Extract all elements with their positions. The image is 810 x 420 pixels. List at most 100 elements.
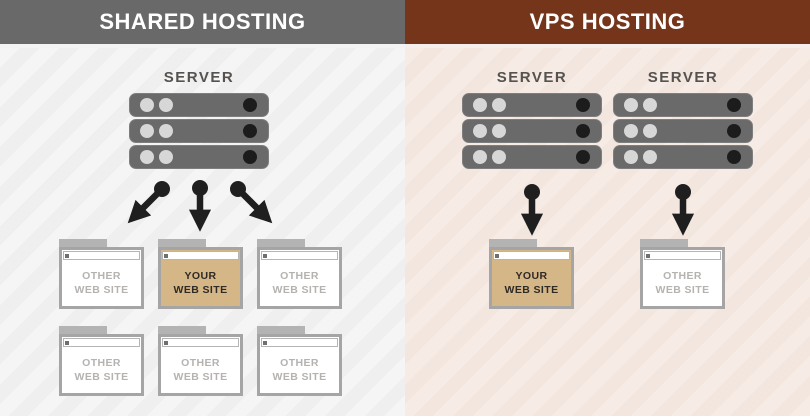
server-led-dot xyxy=(727,98,741,112)
browser-window-icon: OTHER WEB SITE xyxy=(59,334,144,396)
server-led-dot xyxy=(473,150,487,164)
browser-window-icon: OTHER WEB SITE xyxy=(640,247,725,309)
shared-hosting-header: SHARED HOSTING xyxy=(0,0,405,48)
server-label: SERVER xyxy=(163,69,235,86)
vps-hosting-content: SERVER xyxy=(405,48,810,416)
website-card-other: OTHER WEB SITE xyxy=(257,239,342,309)
shared-hosting-panel: SHARED HOSTING SERVER xyxy=(0,0,405,416)
favicon-square xyxy=(495,253,499,258)
browser-tab xyxy=(257,239,305,247)
browser-window-icon: OTHER WEB SITE xyxy=(257,334,342,396)
server-led-dot xyxy=(624,124,638,138)
down-arrow-icon xyxy=(671,184,695,236)
browser-window-icon: YOUR WEB SITE xyxy=(158,247,243,309)
favicon-square xyxy=(65,340,69,345)
server-led-dot xyxy=(159,150,173,164)
browser-tab xyxy=(257,326,305,334)
server-led-dot xyxy=(576,124,590,138)
favicon-square xyxy=(263,253,267,258)
website-card-label: OTHER WEB SITE xyxy=(173,357,228,383)
server-led-dot xyxy=(243,98,257,112)
website-card-other: OTHER WEB SITE xyxy=(158,326,243,396)
server-rack-unit xyxy=(462,119,602,143)
browser-window-icon: OTHER WEB SITE xyxy=(158,334,243,396)
website-card-label: YOUR WEB SITE xyxy=(504,270,559,296)
server-label: SERVER xyxy=(496,69,568,86)
server-led-dot xyxy=(624,98,638,112)
server-led-dot xyxy=(643,98,657,112)
browser-tab xyxy=(59,239,107,247)
website-card-label: OTHER WEB SITE xyxy=(272,270,327,296)
website-card-your: YOUR WEB SITE xyxy=(158,239,243,309)
server-rack-unit xyxy=(613,145,753,169)
server-led-dot xyxy=(243,150,257,164)
favicon-square xyxy=(646,253,650,258)
website-card-label: OTHER WEB SITE xyxy=(655,270,710,296)
down-arrow-icon xyxy=(127,180,273,232)
server-rack-icon xyxy=(129,93,269,169)
website-card-other: OTHER WEB SITE xyxy=(640,239,725,309)
server-led-dot xyxy=(159,124,173,138)
website-card-label: YOUR WEB SITE xyxy=(173,270,228,296)
server-led-dot xyxy=(576,98,590,112)
browser-window-icon: OTHER WEB SITE xyxy=(257,247,342,309)
server-label: SERVER xyxy=(647,69,719,86)
server-led-dot xyxy=(727,150,741,164)
server-led-dot xyxy=(492,98,506,112)
address-bar xyxy=(644,251,721,260)
browser-tab xyxy=(59,326,107,334)
server-rack-icon xyxy=(613,93,753,169)
website-card-other: OTHER WEB SITE xyxy=(59,239,144,309)
favicon-square xyxy=(164,340,168,345)
address-bar xyxy=(261,251,338,260)
server-led-dot xyxy=(243,124,257,138)
server-rack-unit xyxy=(462,145,602,169)
server-led-dot xyxy=(624,150,638,164)
website-card-other: OTHER WEB SITE xyxy=(59,326,144,396)
browser-tab xyxy=(640,239,688,247)
address-bar xyxy=(493,251,570,260)
server-rack-unit xyxy=(462,93,602,117)
favicon-square xyxy=(164,253,168,258)
server-rack-icon xyxy=(462,93,602,169)
server-led-dot xyxy=(643,150,657,164)
server-rack-unit xyxy=(613,119,753,143)
shared-server-group: SERVER xyxy=(129,69,269,171)
server-rack-unit xyxy=(129,119,269,143)
address-bar xyxy=(162,251,239,260)
server-led-dot xyxy=(473,98,487,112)
server-led-dot xyxy=(492,124,506,138)
website-card-your: YOUR WEB SITE xyxy=(489,239,574,309)
browser-tab xyxy=(158,239,206,247)
server-rack-unit xyxy=(613,93,753,117)
server-led-dot xyxy=(140,98,154,112)
server-rack-unit xyxy=(129,93,269,117)
favicon-square xyxy=(263,340,267,345)
browser-window-icon: YOUR WEB SITE xyxy=(489,247,574,309)
vps-hosting-panel: VPS HOSTING SERVER xyxy=(405,0,810,420)
browser-window-icon: OTHER WEB SITE xyxy=(59,247,144,309)
vps-hosting-header: VPS HOSTING xyxy=(405,0,810,48)
website-card-label: OTHER WEB SITE xyxy=(74,270,129,296)
server-led-dot xyxy=(140,150,154,164)
server-rack-unit xyxy=(129,145,269,169)
server-led-dot xyxy=(492,150,506,164)
favicon-square xyxy=(65,253,69,258)
browser-tab xyxy=(489,239,537,247)
down-arrow-icon xyxy=(520,184,544,236)
website-card-label: OTHER WEB SITE xyxy=(272,357,327,383)
address-bar xyxy=(63,251,140,260)
address-bar xyxy=(261,338,338,347)
server-led-dot xyxy=(140,124,154,138)
website-card-other: OTHER WEB SITE xyxy=(257,326,342,396)
vps-hosting-title: VPS HOSTING xyxy=(529,9,686,34)
server-led-dot xyxy=(159,98,173,112)
vps-column-your: SERVER xyxy=(462,48,602,416)
server-led-dot xyxy=(727,124,741,138)
address-bar xyxy=(63,338,140,347)
shared-hosting-content: SERVER xyxy=(0,48,405,416)
shared-hosting-title: SHARED HOSTING xyxy=(99,9,306,34)
server-led-dot xyxy=(473,124,487,138)
vps-column-other: SERVER xyxy=(613,48,753,416)
